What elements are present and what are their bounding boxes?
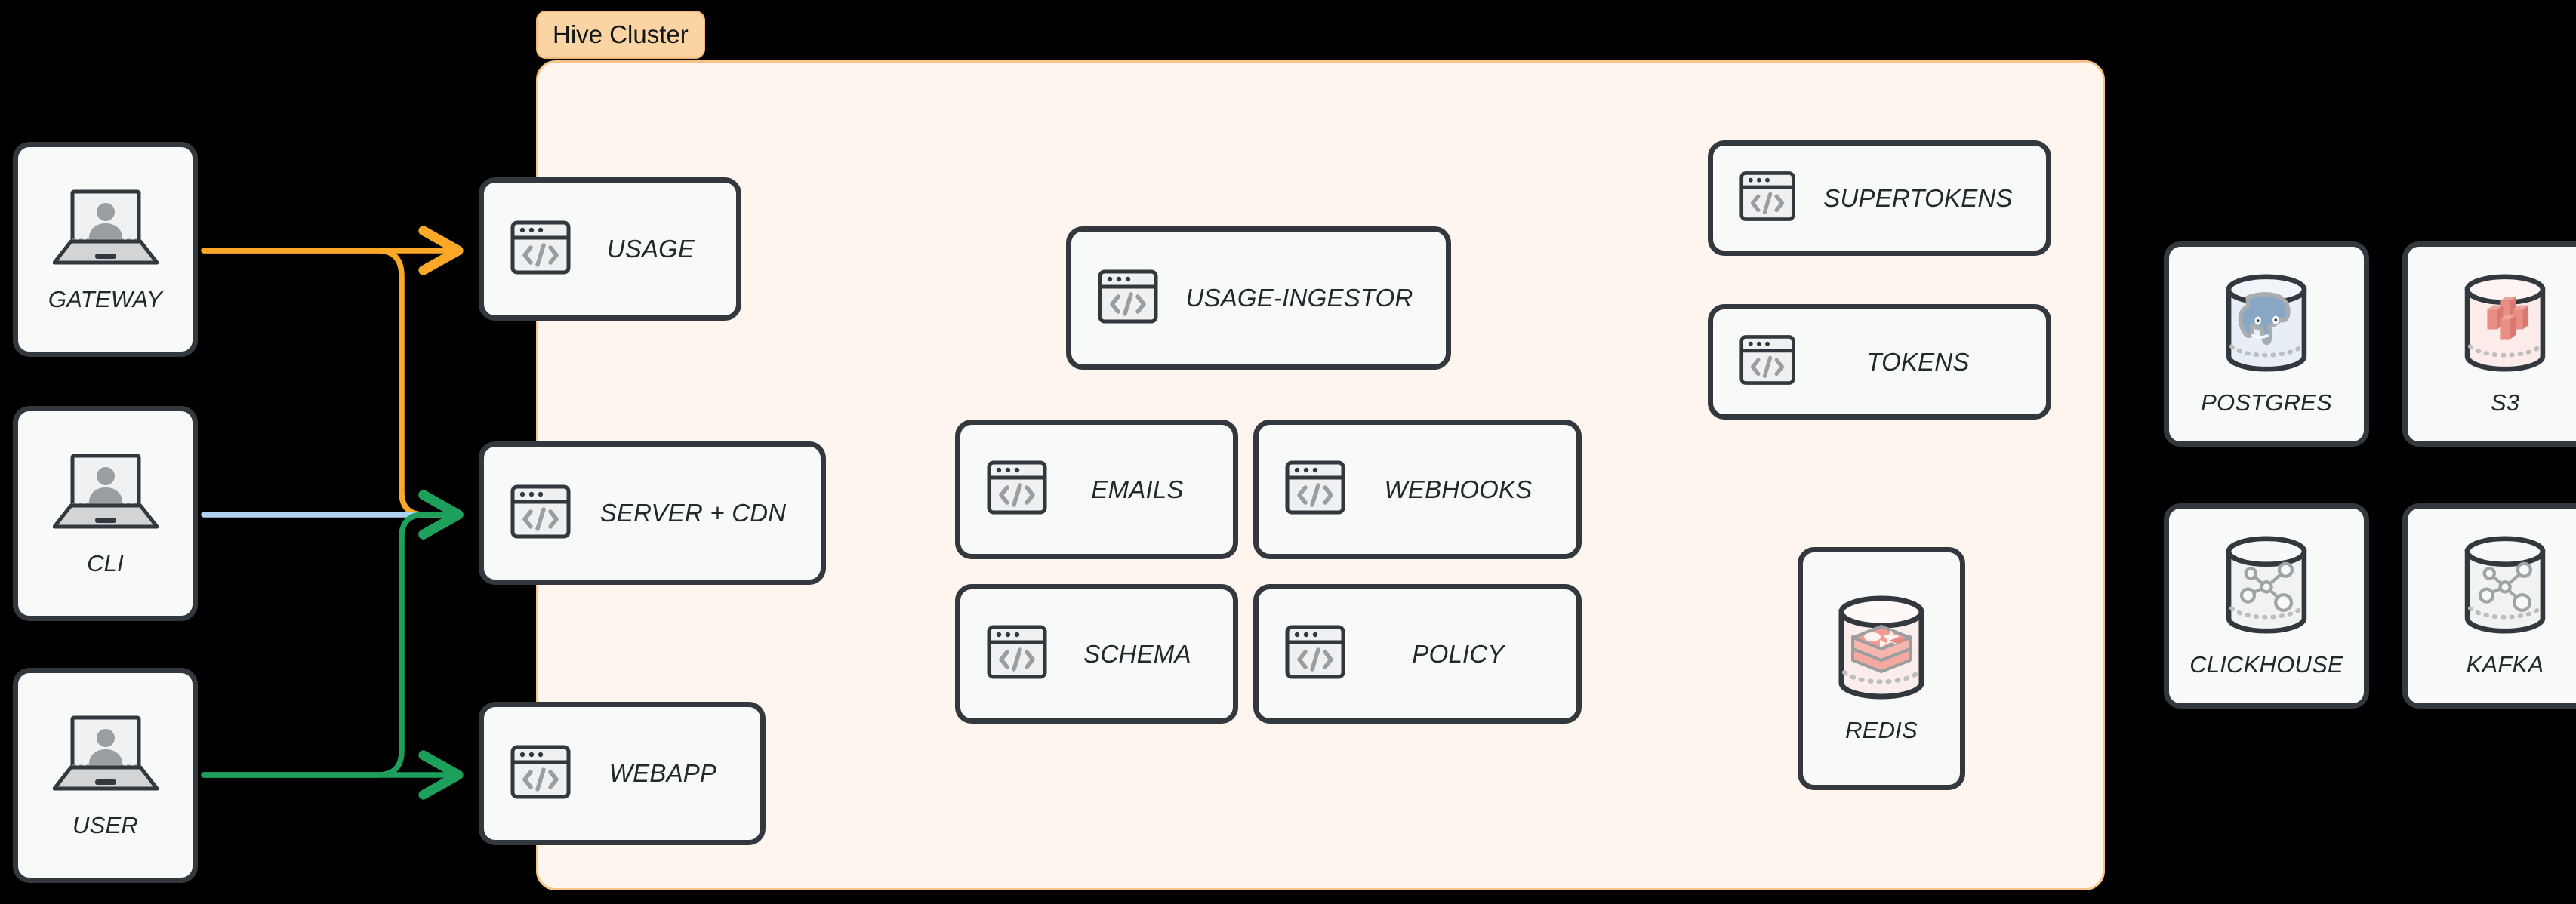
client-card-user[interactable]: USER	[13, 668, 198, 883]
service-card-schema[interactable]: SCHEMA	[955, 584, 1238, 724]
network-cylinder-icon	[2217, 534, 2316, 639]
service-card-tokens[interactable]: TOKENS	[1708, 304, 2051, 420]
datastore-card-kafka[interactable]: KAFKA	[2402, 503, 2576, 709]
service-card-usage[interactable]: USAGE	[479, 177, 741, 321]
hive-cluster-badge: Hive Cluster	[536, 11, 705, 59]
code-window-icon	[1284, 621, 1346, 687]
laptop-user-icon	[52, 186, 159, 274]
client-label: CLI	[87, 550, 124, 577]
code-window-icon	[510, 217, 572, 282]
laptop-user-icon	[52, 450, 159, 538]
code-window-icon	[1739, 168, 1796, 229]
datastore-label: POSTGRES	[2201, 389, 2332, 416]
client-card-gateway[interactable]: GATEWAY	[13, 142, 198, 357]
datastore-card-postgres[interactable]: POSTGRES	[2164, 241, 2369, 447]
code-window-icon	[1739, 331, 1796, 392]
service-card-policy[interactable]: POLICY	[1253, 584, 1582, 724]
client-card-cli[interactable]: CLI	[13, 406, 198, 621]
code-window-icon	[986, 621, 1048, 687]
service-label: USAGE	[606, 235, 695, 263]
service-label: SERVER + CDN	[599, 499, 787, 527]
postgres-cylinder-icon	[2217, 272, 2316, 377]
code-window-icon	[1097, 266, 1159, 331]
service-card-webhooks[interactable]: WEBHOOKS	[1253, 420, 1582, 559]
edge-user-to-server-cdn	[201, 490, 464, 778]
service-label: TOKENS	[1866, 347, 1970, 376]
datastore-card-s3[interactable]: S3	[2402, 241, 2576, 447]
edge-gateway-to-server-cdn	[201, 248, 464, 540]
service-card-usage-ingestor[interactable]: USAGE-INGESTOR	[1066, 226, 1451, 370]
network-cylinder-icon	[2456, 534, 2554, 639]
service-card-webapp[interactable]: WEBAPP	[479, 702, 766, 845]
service-label: POLICY	[1412, 639, 1505, 668]
datastore-card-clickhouse[interactable]: CLICKHOUSE	[2164, 503, 2369, 709]
service-label: EMAILS	[1091, 475, 1184, 503]
datastore-label: CLICKHOUSE	[2189, 650, 2343, 678]
service-label: WEBAPP	[609, 759, 717, 787]
code-window-icon	[986, 457, 1048, 522]
service-card-emails[interactable]: EMAILS	[955, 420, 1238, 559]
service-label: WEBHOOKS	[1384, 475, 1533, 503]
datastore-label: REDIS	[1845, 716, 1918, 743]
client-label: USER	[72, 812, 138, 838]
service-card-supertokens[interactable]: SUPERTOKENS	[1708, 140, 2051, 256]
service-label: USAGE-INGESTOR	[1185, 284, 1413, 312]
laptop-user-icon	[52, 712, 159, 800]
code-window-icon	[1284, 457, 1346, 522]
s3-cylinder-icon	[2456, 272, 2554, 377]
service-label: SCHEMA	[1083, 639, 1191, 668]
service-card-server-cdn[interactable]: SERVER + CDN	[479, 441, 826, 585]
datastore-card-redis[interactable]: REDIS	[1798, 547, 1965, 790]
redis-cylinder-icon	[1829, 594, 1934, 705]
client-label: GATEWAY	[48, 286, 163, 312]
datastore-label: KAFKA	[2466, 650, 2544, 678]
datastore-label: S3	[2490, 389, 2520, 416]
service-label: SUPERTOKENS	[1823, 183, 2013, 212]
code-window-icon	[510, 481, 572, 546]
code-window-icon	[510, 741, 572, 807]
